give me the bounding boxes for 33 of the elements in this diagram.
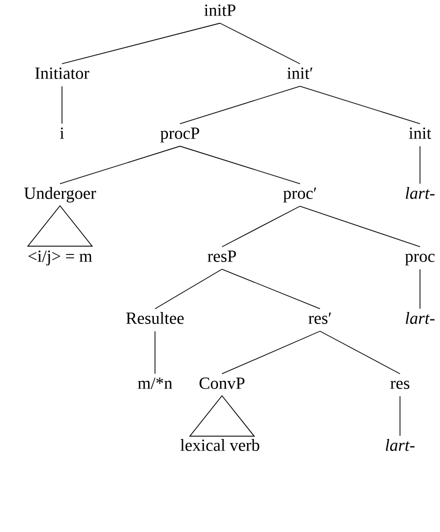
node-label: m/*n [138, 378, 172, 389]
node-label: initP [204, 4, 236, 16]
node-label: lart- [406, 187, 434, 199]
node-label: lexical verb [180, 439, 260, 451]
branch-line [62, 22, 220, 64]
node-label: Resultee [126, 312, 184, 324]
branch-line [300, 86, 420, 124]
branch-line [222, 268, 320, 310]
node-label: proc′ [283, 188, 316, 202]
branch-line [154, 268, 222, 310]
node-label: res [390, 380, 410, 389]
branch-line [320, 330, 400, 374]
branch-line [180, 146, 300, 184]
node-label: res′ [308, 312, 331, 324]
branch-line [220, 22, 300, 64]
node-label: init [409, 128, 432, 139]
node-label: i [60, 128, 64, 139]
node-label: proc [405, 254, 435, 266]
node-label: ConvP [200, 378, 244, 389]
node-label: lart- [386, 439, 414, 451]
node-label: init′ [287, 68, 312, 79]
branch-line [222, 206, 300, 248]
node-label: <i/j> = m [28, 250, 92, 266]
node-label: procP [160, 128, 200, 142]
branch-line [60, 146, 180, 184]
branch-line [154, 330, 156, 374]
branch-line [300, 206, 420, 248]
node-label: resP [208, 250, 236, 262]
node-label: Initiator [35, 68, 90, 79]
branch-line [222, 330, 320, 374]
branch-line [180, 86, 300, 124]
node-label: Undergoer [24, 187, 96, 202]
node-label: lart- [406, 312, 434, 324]
